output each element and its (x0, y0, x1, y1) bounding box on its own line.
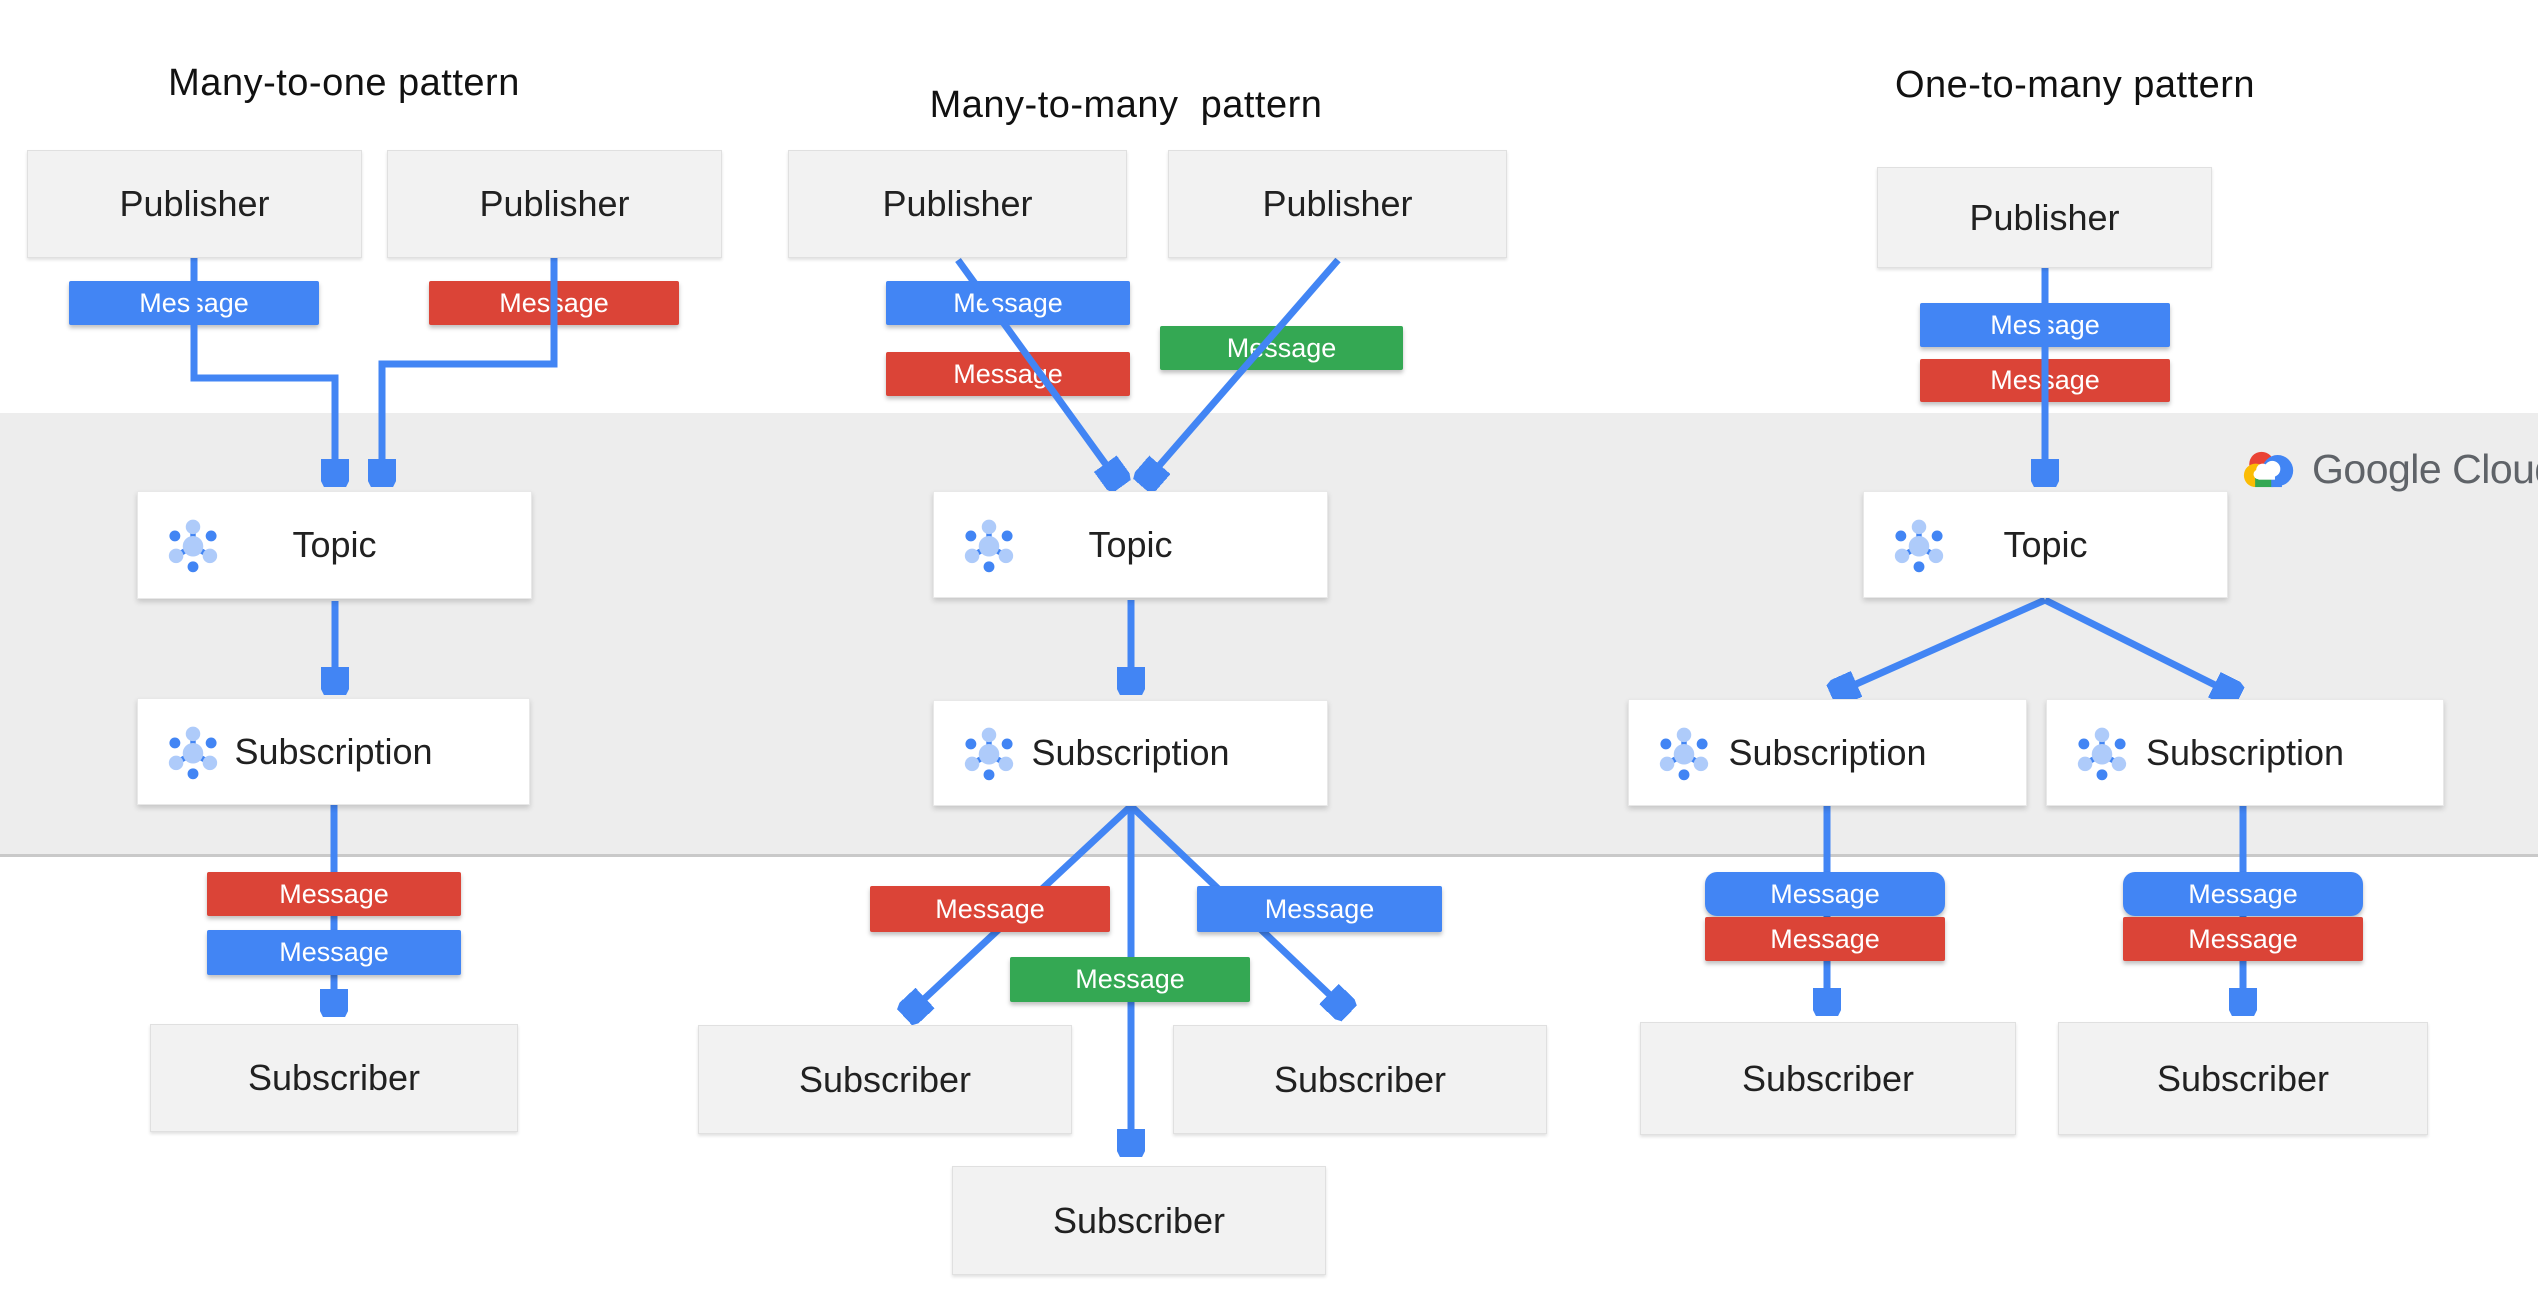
pubsub-subscription-icon (964, 727, 1014, 781)
p1-message-bottom-1: Message (207, 872, 461, 916)
pubsub-subscription-icon (1659, 727, 1709, 780)
pattern2-title: Many-to-many pattern (929, 84, 1323, 126)
pubsub-subscription-icon (2077, 727, 2127, 780)
p2-subscription-box: Subscription (933, 700, 1328, 806)
p1-message-bottom-2: Message (207, 930, 461, 975)
pubsub-topic-icon (168, 519, 218, 573)
p2-publisher2-box: Publisher (1168, 150, 1507, 258)
p1-message-top-1: Message (69, 281, 319, 325)
p2-message-bottom-3-label: Message (1264, 893, 1375, 924)
p3-message-top-1: Message (1920, 303, 2170, 347)
p2-message-top-3-label: Message (1226, 332, 1337, 363)
p3-message-bottom-3: Message (2123, 872, 2363, 916)
p2-subscription-label: Subscription (1031, 732, 1230, 773)
p3-topic-label: Topic (2003, 523, 2088, 565)
p1-publisher1-label: Publisher (119, 183, 270, 224)
p3-publisher-box: Publisher (1877, 167, 2212, 268)
p3-message-bottom-3-label: Message (2188, 878, 2298, 909)
google-cloud-logo: Google Cloud (2240, 438, 2538, 500)
p2-message-top-2-label: Message (953, 358, 1063, 389)
p1-topic-box: Topic (137, 491, 532, 599)
p1-subscriber-label: Subscriber (247, 1057, 421, 1098)
p2-subscriber1-box: Subscriber (698, 1025, 1072, 1134)
p3-message-bottom-4-label: Message (2188, 923, 2298, 954)
p3-message-top-2: Message (1920, 359, 2170, 402)
p2-message-top-3: Message (1160, 326, 1403, 370)
p3-topic-box: Topic (1863, 491, 2228, 598)
p2-publisher2-label: Publisher (1262, 183, 1413, 224)
pubsub-subscription-icon (168, 726, 218, 779)
p2-subscriber3-box: Subscriber (952, 1166, 1326, 1275)
p3-subscription2-box: Subscription (2046, 699, 2444, 806)
p1-message-bottom-2-label: Message (279, 937, 389, 967)
p2-publisher1-box: Publisher (788, 150, 1127, 258)
pubsub-topic-icon (964, 519, 1014, 572)
p1-publisher2-label: Publisher (479, 183, 630, 224)
p2-message-top-1-label: Message (953, 287, 1063, 318)
p3-message-top-1-label: Message (1990, 309, 2100, 340)
p2-subscriber1-label: Subscriber (798, 1058, 972, 1100)
p2-subscriber2-box: Subscriber (1173, 1025, 1547, 1134)
p3-message-bottom-1: Message (1705, 872, 1945, 916)
p1-message-top-1-label: Message (139, 287, 249, 318)
p2-message-bottom-1-label: Message (935, 893, 1045, 924)
p3-subscriber2-box: Subscriber (2058, 1022, 2428, 1135)
p2-message-bottom-2: Message (1010, 957, 1250, 1002)
p3-publisher-label: Publisher (1969, 196, 2120, 238)
p1-message-top-2: Message (429, 281, 679, 325)
p1-message-bottom-1-label: Message (279, 878, 389, 909)
p3-message-top-2-label: Message (1990, 365, 2100, 395)
p2-message-top-1: Message (886, 281, 1130, 325)
p3-subscription1-box: Subscription (1628, 699, 2027, 806)
p1-publisher1-box: Publisher (27, 150, 362, 258)
p1-subscription-box: Subscription (137, 698, 530, 805)
google-cloud-wordmark: Google Cloud (2312, 445, 2538, 492)
pubsub-topic-icon (1894, 519, 1944, 572)
p2-subscriber3-label: Subscriber (1052, 1199, 1226, 1241)
google-cloud-icon (2240, 451, 2296, 492)
p2-message-top-2: Message (886, 352, 1130, 396)
p1-message-top-2-label: Message (499, 287, 609, 318)
pattern1-title: Many-to-one pattern (168, 62, 520, 104)
p2-message-bottom-3: Message (1197, 886, 1442, 932)
p2-topic-box: Topic (933, 491, 1328, 598)
p2-topic-label: Topic (1088, 523, 1173, 565)
p3-subscription2-label: Subscription (2145, 731, 2345, 773)
p3-message-bottom-1-label: Message (1770, 878, 1880, 909)
p2-publisher1-label: Publisher (882, 183, 1033, 224)
p3-message-bottom-2: Message (1705, 917, 1945, 961)
p1-subscription-label: Subscription (234, 730, 433, 772)
p3-subscription1-label: Subscription (1728, 731, 1927, 773)
p3-message-bottom-2-label: Message (1770, 923, 1880, 954)
pattern3-title: One-to-many pattern (1894, 64, 2256, 106)
p2-subscriber2-label: Subscriber (1273, 1058, 1447, 1100)
p3-message-bottom-4: Message (2123, 917, 2363, 961)
p3-subscriber2-label: Subscriber (2156, 1057, 2330, 1099)
p1-topic-label: Topic (292, 524, 377, 565)
p2-message-bottom-1: Message (870, 886, 1110, 932)
p3-subscriber1-box: Subscriber (1640, 1022, 2016, 1135)
p1-publisher2-box: Publisher (387, 150, 722, 258)
p2-message-bottom-2-label: Message (1075, 964, 1185, 994)
p3-subscriber1-label: Subscriber (1741, 1057, 1915, 1099)
p1-subscriber-box: Subscriber (150, 1024, 518, 1132)
